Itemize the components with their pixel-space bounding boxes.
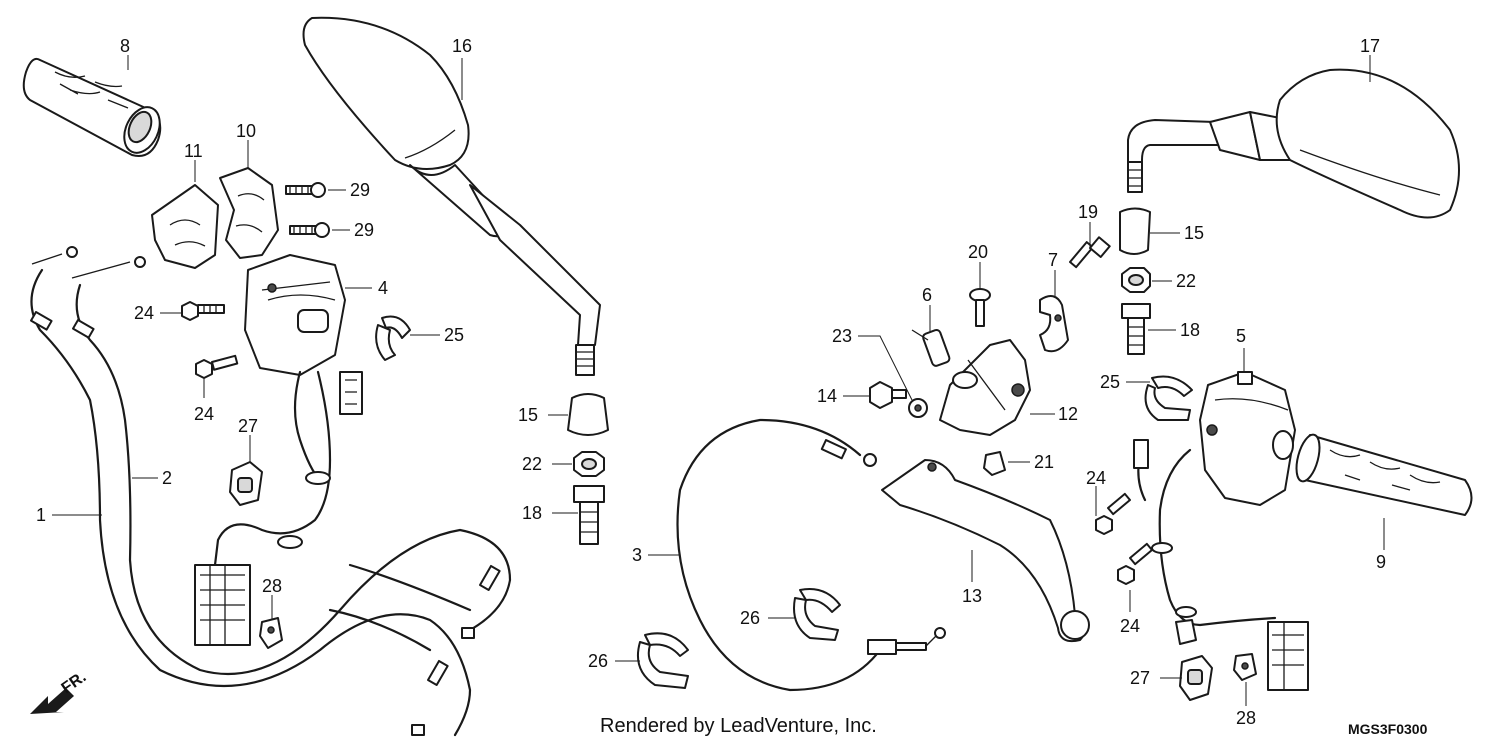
- clutch-lever-bracket-12[interactable]: [939, 339, 1031, 436]
- callout-10: 10: [236, 121, 256, 141]
- bolt-24-right-lower[interactable]: [1117, 542, 1153, 585]
- adapter-bolt-18-left[interactable]: [573, 485, 605, 545]
- callout-15-left: 15: [518, 405, 538, 425]
- callout-28-left: 28: [262, 576, 282, 596]
- callout-20: 20: [968, 242, 988, 262]
- credit-text: Rendered by LeadVenture, Inc.: [600, 715, 877, 737]
- callout-22-right: 22: [1176, 271, 1196, 291]
- diagram-code: MGS3F0300: [1348, 721, 1428, 737]
- clutch-cable-clamp-26-upper[interactable]: [793, 588, 841, 641]
- callout-26-lower: 26: [588, 651, 608, 671]
- callout-27-left: 27: [238, 416, 258, 436]
- callout-29-lower: 29: [354, 220, 374, 240]
- bolt-24-right-upper[interactable]: [1095, 492, 1131, 535]
- clutch-switch-6[interactable]: [911, 328, 951, 367]
- right-mirror-part[interactable]: [1127, 68, 1460, 219]
- callout-26-upper: 26: [740, 608, 760, 628]
- callout-19: 19: [1078, 202, 1098, 222]
- cable-clamp-27-right[interactable]: [1179, 655, 1213, 701]
- right-grip-part[interactable]: [1292, 432, 1473, 516]
- callout-18-right: 18: [1180, 320, 1200, 340]
- mirror-cap-15-left[interactable]: [567, 393, 609, 436]
- callout-18-left: 18: [522, 503, 542, 523]
- callout-3: 3: [632, 545, 642, 565]
- pivot-nut-21[interactable]: [983, 451, 1006, 476]
- pivot-bolt-14[interactable]: [869, 381, 907, 409]
- callout-16: 16: [452, 36, 472, 56]
- callout-2: 2: [162, 468, 172, 488]
- callout-21: 21: [1034, 452, 1054, 472]
- left-switch-housing-part[interactable]: [244, 254, 363, 482]
- callout-24-right-upper: 24: [1086, 468, 1106, 488]
- callout-12: 12: [1058, 404, 1078, 424]
- callout-27-right: 27: [1130, 668, 1150, 688]
- callout-13: 13: [962, 586, 982, 606]
- right-switch-housing-part[interactable]: [1199, 371, 1296, 506]
- bolt-19[interactable]: [1069, 236, 1111, 269]
- callout-15-right: 15: [1184, 223, 1204, 243]
- throttle-housing-upper-part[interactable]: [151, 184, 219, 269]
- lever-spring-washer-23[interactable]: [908, 398, 928, 418]
- bolt-24-left-lower[interactable]: [195, 354, 239, 379]
- callout-22-left: 22: [522, 454, 542, 474]
- callout-6: 6: [922, 285, 932, 305]
- callout-17: 17: [1360, 36, 1380, 56]
- left-mirror-part[interactable]: [302, 16, 601, 376]
- front-direction-arrow: FR.: [30, 669, 89, 714]
- left-switch-connector[interactable]: [194, 458, 332, 646]
- throttle-cable-2[interactable]: [71, 256, 512, 676]
- callout-9: 9: [1376, 552, 1386, 572]
- screw-29-lower[interactable]: [289, 222, 330, 238]
- clutch-cable-clamp-26-lower[interactable]: [636, 632, 689, 689]
- throttle-cable-1[interactable]: [30, 246, 472, 737]
- callout-7: 7: [1048, 250, 1058, 270]
- callout-29-upper: 29: [350, 180, 370, 200]
- screw-20[interactable]: [969, 288, 991, 327]
- callout-4: 4: [378, 278, 388, 298]
- holder-clamp-7[interactable]: [1039, 295, 1069, 353]
- bolt-24-left-upper[interactable]: [181, 301, 225, 321]
- callout-24-left-upper: 24: [134, 303, 154, 323]
- clip-28-left[interactable]: [259, 617, 283, 649]
- clutch-cable-3[interactable]: [676, 418, 946, 692]
- callout-25-right: 25: [1100, 372, 1120, 392]
- callout-24-left-lower: 24: [194, 404, 214, 424]
- adapter-bolt-18-right[interactable]: [1121, 303, 1151, 355]
- callout-1: 1: [36, 505, 46, 525]
- throttle-housing-lower-part[interactable]: [219, 167, 279, 259]
- right-switch-wiring[interactable]: [1133, 439, 1309, 691]
- mirror-cap-15-right[interactable]: [1119, 207, 1151, 255]
- wire-band-25-right[interactable]: [1144, 375, 1193, 421]
- callout-25-left: 25: [444, 325, 464, 345]
- callout-5: 5: [1236, 326, 1246, 346]
- clutch-lever-13[interactable]: [881, 459, 1090, 643]
- nut-22-right[interactable]: [1121, 267, 1151, 293]
- nut-22-left[interactable]: [573, 451, 605, 477]
- callout-8: 8: [120, 36, 130, 56]
- throttle-cable-joint: [328, 563, 472, 652]
- leader-lines: [52, 55, 1385, 706]
- wire-band-25-left[interactable]: [375, 315, 411, 361]
- callout-23: 23: [832, 326, 852, 346]
- callout-24-right-lower: 24: [1120, 616, 1140, 636]
- screw-29-upper[interactable]: [285, 182, 326, 198]
- callout-11: 11: [184, 141, 203, 161]
- callout-labels: 8 11 10 29 29 4 25 24 24 27 28 1 2 16 15…: [36, 36, 1386, 728]
- callout-28-right: 28: [1236, 708, 1256, 728]
- clip-28-right[interactable]: [1233, 653, 1257, 681]
- cable-clamp-27-left[interactable]: [229, 461, 263, 506]
- throttle-grip-part[interactable]: [22, 57, 167, 159]
- callout-14: 14: [817, 386, 837, 406]
